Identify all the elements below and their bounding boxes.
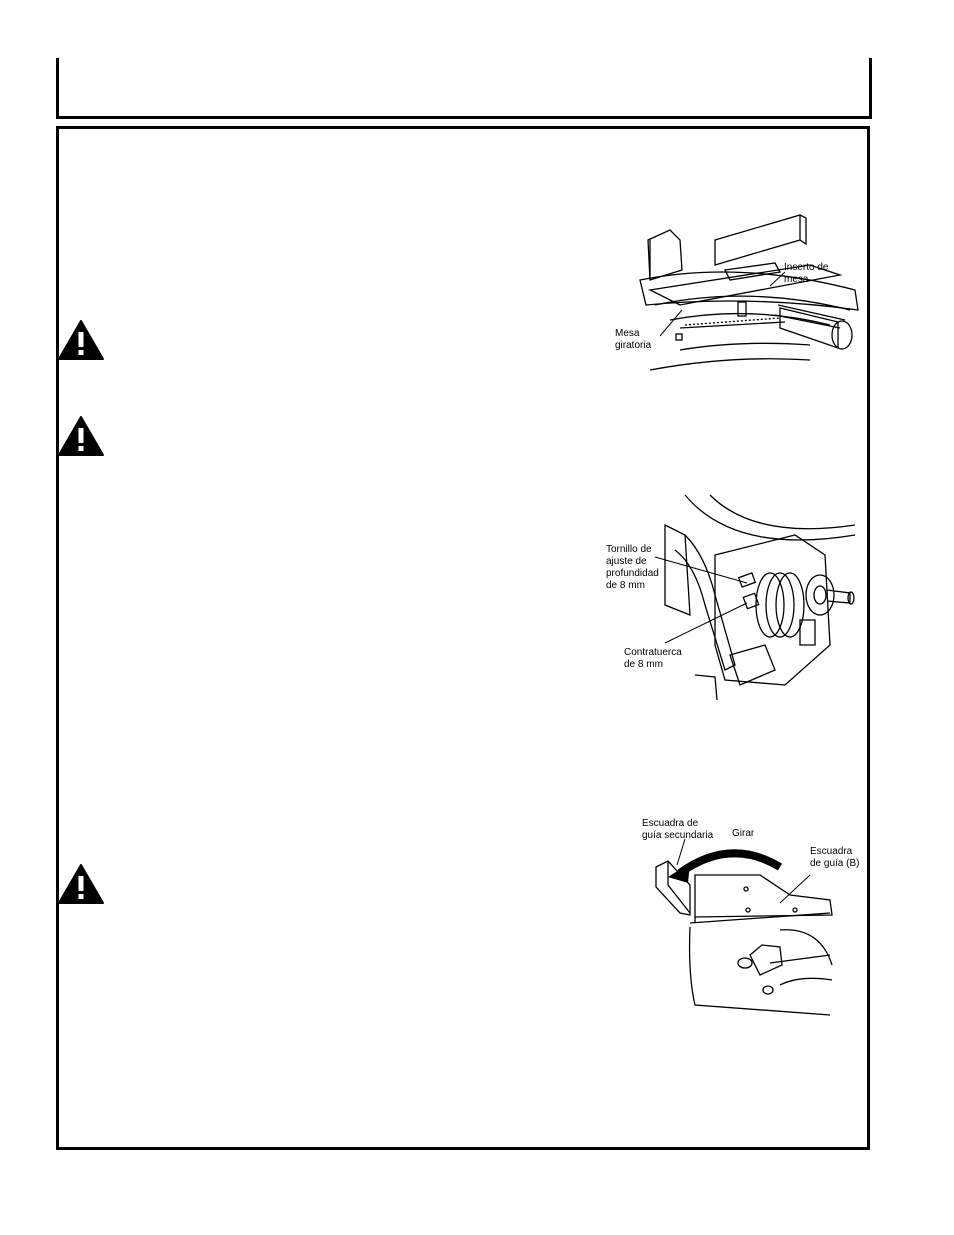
figure-depth-screw bbox=[654, 494, 856, 701]
label-fence-b: Escuadra de guía (B) bbox=[810, 846, 860, 869]
content-frame bbox=[56, 126, 870, 1150]
warning-icon bbox=[58, 320, 104, 360]
header-frame bbox=[56, 58, 872, 119]
label-rotate: Girar bbox=[732, 828, 755, 839]
label-lock-nut: Contratuerca de 8 mm bbox=[624, 647, 682, 670]
label-rotating-table: Mesa giratoria bbox=[615, 328, 652, 351]
warning-icon bbox=[58, 864, 104, 904]
label-table-insert: Inserto de mesa bbox=[784, 262, 829, 285]
label-depth-screw: Tornillo de ajuste de profundidad de 8 m… bbox=[606, 544, 659, 591]
figure-table-insert bbox=[639, 214, 859, 371]
figure-fence bbox=[655, 838, 833, 1016]
label-secondary-fence: Escuadra de guía secundaria bbox=[642, 818, 714, 841]
warning-icon bbox=[58, 416, 104, 456]
